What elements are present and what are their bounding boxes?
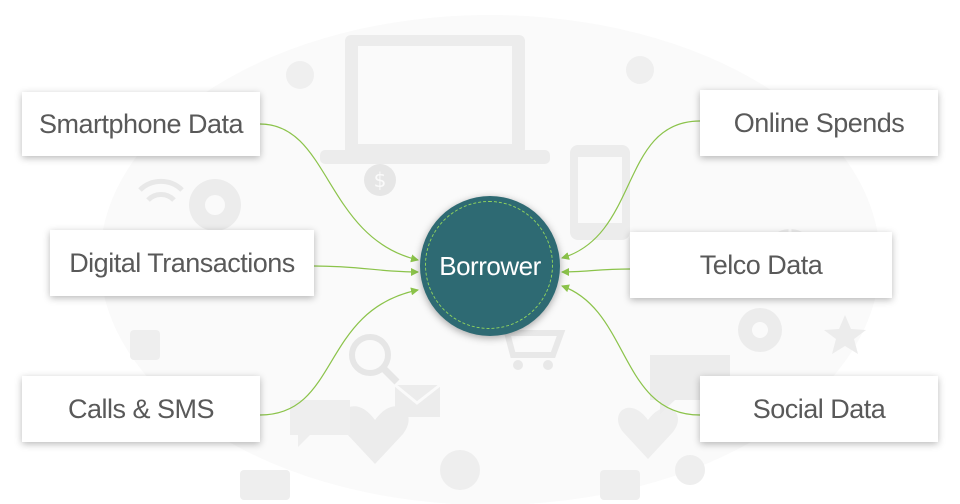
wifi-icon (138, 178, 184, 202)
heart-icon (618, 407, 678, 459)
connector-online (561, 120, 701, 260)
hub-dashed-ring (425, 201, 553, 329)
source-card-calls-sms: Calls & SMS (22, 376, 260, 442)
source-label-calls-sms: Calls & SMS (67, 393, 215, 424)
star-icon (824, 315, 866, 354)
chat-icon (290, 400, 350, 447)
source-card-social-data: Social Data (700, 376, 938, 442)
source-label-online-spends: Online Spends (733, 107, 905, 138)
connector-smartphone (259, 123, 419, 263)
source-card-digital-transactions: Digital Transactions (50, 230, 314, 296)
source-card-online-spends: Online Spends (700, 90, 938, 156)
source-label-digital-transactions: Digital Transactions (69, 247, 295, 278)
dollar-icon (364, 164, 396, 196)
laptop-icon (320, 35, 550, 164)
connector-telco (561, 267, 631, 276)
borrower-hub: Borrower (420, 196, 560, 336)
connector-digital (313, 265, 419, 276)
source-label-smartphone-data: Smartphone Data (38, 108, 244, 139)
hub-label: Borrower (439, 250, 541, 281)
connector-social (561, 284, 701, 416)
connector-calls (259, 287, 419, 416)
search-icon (349, 334, 400, 385)
source-card-telco-data: Telco Data (630, 232, 892, 298)
heart-icon (341, 406, 409, 464)
source-card-smartphone-data: Smartphone Data (22, 92, 260, 156)
svg-text:$: $ (374, 168, 387, 192)
source-label-telco-data: Telco Data (699, 249, 823, 280)
mail-icon (394, 383, 441, 417)
source-label-social-data: Social Data (752, 393, 886, 424)
